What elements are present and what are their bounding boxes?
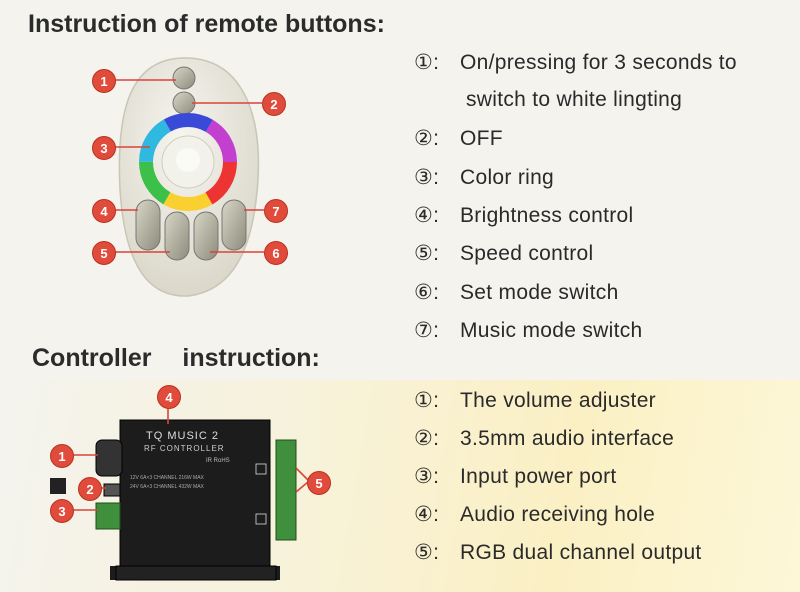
controller-callout-2: 2 — [78, 477, 102, 501]
set-mode-button — [193, 211, 219, 261]
controller-item-4: ④: Audio receiving hole — [414, 502, 655, 527]
remote-callout-3: 3 — [92, 136, 116, 160]
item-number: ③: — [414, 166, 440, 189]
volume-knob — [95, 439, 123, 477]
item-number: ⑥: — [414, 281, 440, 304]
item-number: ④: — [414, 503, 440, 526]
remote-callout-6: 6 — [264, 241, 288, 265]
item-text: OFF — [460, 127, 503, 150]
device-label-line3: IR RoHS — [206, 458, 230, 464]
remote-callout-7: 7 — [264, 199, 288, 223]
off-button — [172, 91, 196, 115]
rgb-terminal — [275, 439, 297, 541]
item-text: The volume adjuster — [460, 389, 656, 412]
item-text: Brightness control — [460, 204, 634, 227]
controller-callout-4: 4 — [157, 385, 181, 409]
item-text: Audio receiving hole — [460, 503, 656, 526]
controller-callout-1: 1 — [50, 444, 74, 468]
item-text: Set mode switch — [460, 281, 619, 304]
item-number: ④: — [414, 204, 440, 227]
loose-component — [50, 478, 66, 494]
controller-callout-5: 5 — [307, 471, 331, 495]
device-spec2: 24V 6A×3 CHANNEL 432W MAX — [130, 484, 204, 490]
remote-callout-1: 1 — [92, 69, 116, 93]
device-label-line1: TQ MUSIC 2 — [146, 430, 219, 442]
brightness-button — [135, 199, 161, 251]
remote-item-7: ⑦: Music mode switch — [414, 318, 642, 343]
music-mode-button — [221, 199, 247, 251]
item-text: Input power port — [460, 465, 617, 488]
remote-section-title: Instruction of remote buttons: — [28, 10, 385, 38]
color-ring — [139, 113, 237, 211]
item-number: ①: — [414, 389, 440, 412]
controller-device — [50, 419, 297, 581]
on-button — [172, 66, 196, 90]
controller-item-1: ①: The volume adjuster — [414, 388, 656, 413]
item-text: Speed control — [460, 242, 594, 265]
item-number: ⑦: — [414, 319, 440, 342]
controller-callout-3: 3 — [50, 499, 74, 523]
item-number: ②: — [414, 427, 440, 450]
audio-jack — [103, 483, 121, 497]
item-text: 3.5mm audio interface — [460, 427, 675, 450]
item-text: Color ring — [460, 166, 555, 189]
controller-item-3: ③: Input power port — [414, 464, 617, 489]
item-number: ①: — [414, 51, 440, 74]
speed-button — [164, 211, 190, 261]
item-text: Music mode switch — [460, 319, 643, 342]
item-number: ⑤: — [414, 541, 440, 564]
controller-item-5: ⑤: RGB dual channel output — [414, 540, 702, 565]
remote-item-5: ⑤: Speed control — [414, 241, 594, 266]
remote-callout-2: 2 — [262, 92, 286, 116]
item-number: ⑤: — [414, 242, 440, 265]
device-spec1: 12V 6A×3 CHANNEL 216W MAX — [130, 475, 204, 481]
remote-item-6: ⑥: Set mode switch — [414, 280, 619, 305]
item-text: RGB dual channel output — [460, 541, 702, 564]
remote-item-3: ③: Color ring — [414, 165, 554, 190]
controller-item-2: ②: 3.5mm audio interface — [414, 426, 674, 451]
item-text: On/pressing for 3 seconds to — [460, 51, 737, 74]
controller-section-title: Controller instruction: — [32, 344, 320, 372]
remote-item-2: ②: OFF — [414, 126, 503, 151]
remote-item-1: ①: On/pressing for 3 seconds to — [414, 50, 737, 75]
remote-item-1-continuation: switch to white lingting — [466, 88, 683, 111]
item-number: ③: — [414, 465, 440, 488]
item-number: ②: — [414, 127, 440, 150]
remote-callout-4: 4 — [92, 199, 116, 223]
remote-callout-5: 5 — [92, 241, 116, 265]
remote-item-4: ④: Brightness control — [414, 203, 633, 228]
power-terminal — [95, 502, 121, 530]
device-label-line2: RF CONTROLLER — [144, 444, 225, 453]
